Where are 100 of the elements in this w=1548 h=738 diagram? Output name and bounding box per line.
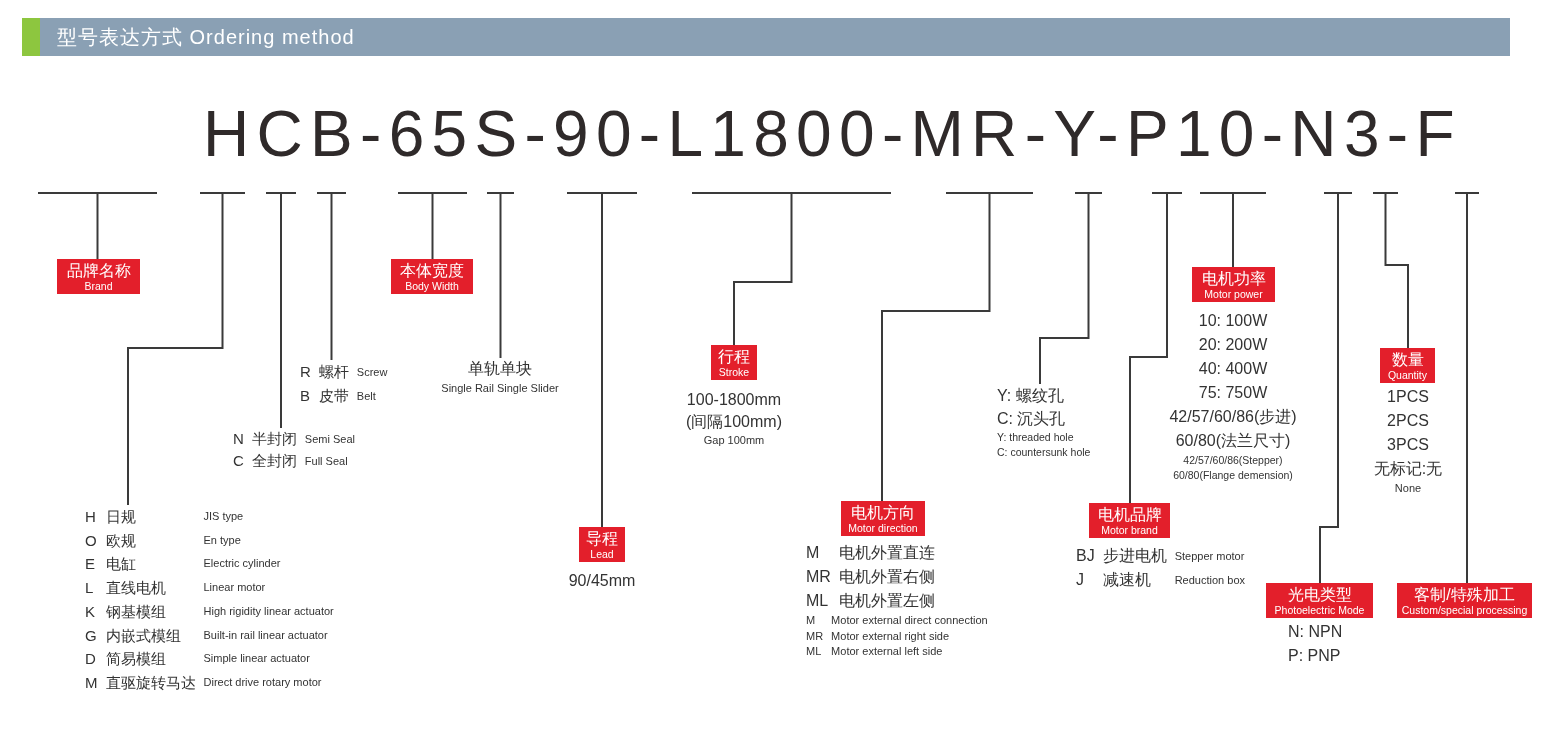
leader-line <box>96 193 99 260</box>
option-code: BJ <box>1076 546 1095 566</box>
option-label: N: NPN <box>1288 622 1343 642</box>
underline <box>487 192 514 194</box>
leader-line <box>1384 193 1409 349</box>
option-code: M <box>806 613 817 628</box>
option-translation: 60/80(Flange demension) <box>1173 468 1293 483</box>
option-label: 减速机 <box>1102 570 1152 590</box>
option-translation: None <box>1394 481 1422 495</box>
option-code: E <box>85 554 96 575</box>
option-label: C: 沉头孔 <box>997 409 1066 429</box>
option-code: ML <box>806 591 830 611</box>
underline <box>266 192 296 194</box>
option-label: 半封闭 <box>251 429 297 449</box>
option-label: P: PNP <box>1288 646 1342 666</box>
option-label: 60/80(法兰尺寸) <box>1174 431 1292 451</box>
option-label: 皮带 <box>318 386 349 406</box>
option-code: G <box>85 625 98 646</box>
option-label: 100-1800mm <box>686 390 782 410</box>
option-translation: 42/57/60/86(Stepper) <box>1182 453 1284 468</box>
leader-line <box>1466 193 1468 584</box>
leader-line <box>499 193 502 359</box>
option-label: 螺杆 <box>318 362 349 382</box>
option-translation: Motor external right side <box>831 628 951 644</box>
option-code: C <box>233 451 244 471</box>
option-label: 单轨单块 <box>468 359 532 379</box>
leader-line <box>1039 193 1090 385</box>
option-label: 75: 750W <box>1197 383 1269 403</box>
option-label: (间隔100mm) <box>686 412 782 432</box>
option-code: M <box>85 672 98 693</box>
option-code: B <box>300 386 311 406</box>
option-code: J <box>1076 570 1085 590</box>
leader-line <box>601 193 603 528</box>
underline <box>692 192 891 194</box>
category-label: 电机品牌 Motor brand <box>1089 503 1170 538</box>
leader-line <box>330 193 333 361</box>
category-label: 光电类型 Photoelectric Mode <box>1266 583 1373 618</box>
option-code: MR <box>806 628 824 644</box>
leader-line <box>431 193 434 260</box>
option-translation: Gap 100mm <box>703 433 765 447</box>
option-translation: Motor external left side <box>831 644 944 659</box>
underline <box>567 192 637 194</box>
option-label: 3PCS <box>1386 435 1430 455</box>
option-label: Y: 螺纹孔 <box>997 386 1065 406</box>
option-label: 欧规 <box>105 530 137 551</box>
underline <box>946 192 1033 194</box>
option-translation: Linear motor <box>203 580 267 596</box>
option-label: 无标记:无 <box>1373 459 1443 479</box>
option-translation: Single Rail Single Slider <box>441 381 559 396</box>
category-label: 品牌名称 Brand <box>57 259 140 294</box>
option-translation: Electric cylinder <box>203 556 282 572</box>
leader-line <box>1319 193 1339 584</box>
option-label: 2PCS <box>1386 411 1430 431</box>
option-label: 钢基模组 <box>105 601 167 622</box>
option-label: 电机外置直连 <box>838 543 935 563</box>
option-code: H <box>85 507 97 527</box>
option-translation: JIS type <box>203 509 245 524</box>
category-label: 本体宽度 Body Width <box>391 259 473 294</box>
leader-line <box>280 193 282 429</box>
option-label: 电缸 <box>105 554 137 575</box>
option-label: 1PCS <box>1386 387 1430 407</box>
option-translation: Belt <box>356 389 377 404</box>
underline <box>1455 192 1479 194</box>
option-translation: Y: threaded hole <box>997 430 1075 445</box>
option-translation: Full Seal <box>304 454 349 469</box>
option-translation: C: countersunk hole <box>997 445 1091 460</box>
option-code: MR <box>806 567 831 587</box>
option-code: O <box>85 530 98 551</box>
option-label: 10: 100W <box>1197 311 1269 331</box>
underline <box>200 192 245 194</box>
leader-line <box>881 193 991 502</box>
option-code: R <box>300 362 311 382</box>
option-label: 步进电机 <box>1102 546 1167 566</box>
option-translation: Reduction box <box>1174 573 1245 588</box>
underline <box>1200 192 1266 194</box>
option-label: 20: 200W <box>1197 335 1269 355</box>
option-translation: Motor external direct connection <box>831 613 988 628</box>
option-translation: Screw <box>356 365 388 380</box>
category-label: 客制/特殊加工 Custom/special processing <box>1397 583 1532 618</box>
option-translation: Semi Seal <box>304 432 355 447</box>
underline <box>1373 192 1398 194</box>
option-code: K <box>85 601 96 622</box>
category-label: 行程 Stroke <box>711 345 757 380</box>
category-label: 电机方向 Motor direction <box>841 501 925 536</box>
underline <box>1152 192 1182 194</box>
option-translation: Stepper motor <box>1174 549 1245 564</box>
model-code: HCB-65S-90-L1800-MR-Y-P10-N3-F <box>203 97 1462 172</box>
option-code: ML <box>806 644 823 659</box>
option-label: 电机外置右侧 <box>838 567 935 587</box>
option-label: 90/45mm <box>568 571 636 591</box>
option-label: 日规 <box>105 507 137 527</box>
option-code: L <box>85 578 95 599</box>
option-translation: Direct drive rotary motor <box>203 674 323 690</box>
option-code: M <box>806 543 821 563</box>
option-label: 全封闭 <box>251 451 297 471</box>
underline <box>1324 192 1352 194</box>
option-label: 简易模组 <box>105 649 167 670</box>
category-label: 数量 Quantity <box>1380 348 1435 383</box>
underline <box>398 192 467 194</box>
title: 型号表达方式 Ordering method <box>57 25 355 50</box>
